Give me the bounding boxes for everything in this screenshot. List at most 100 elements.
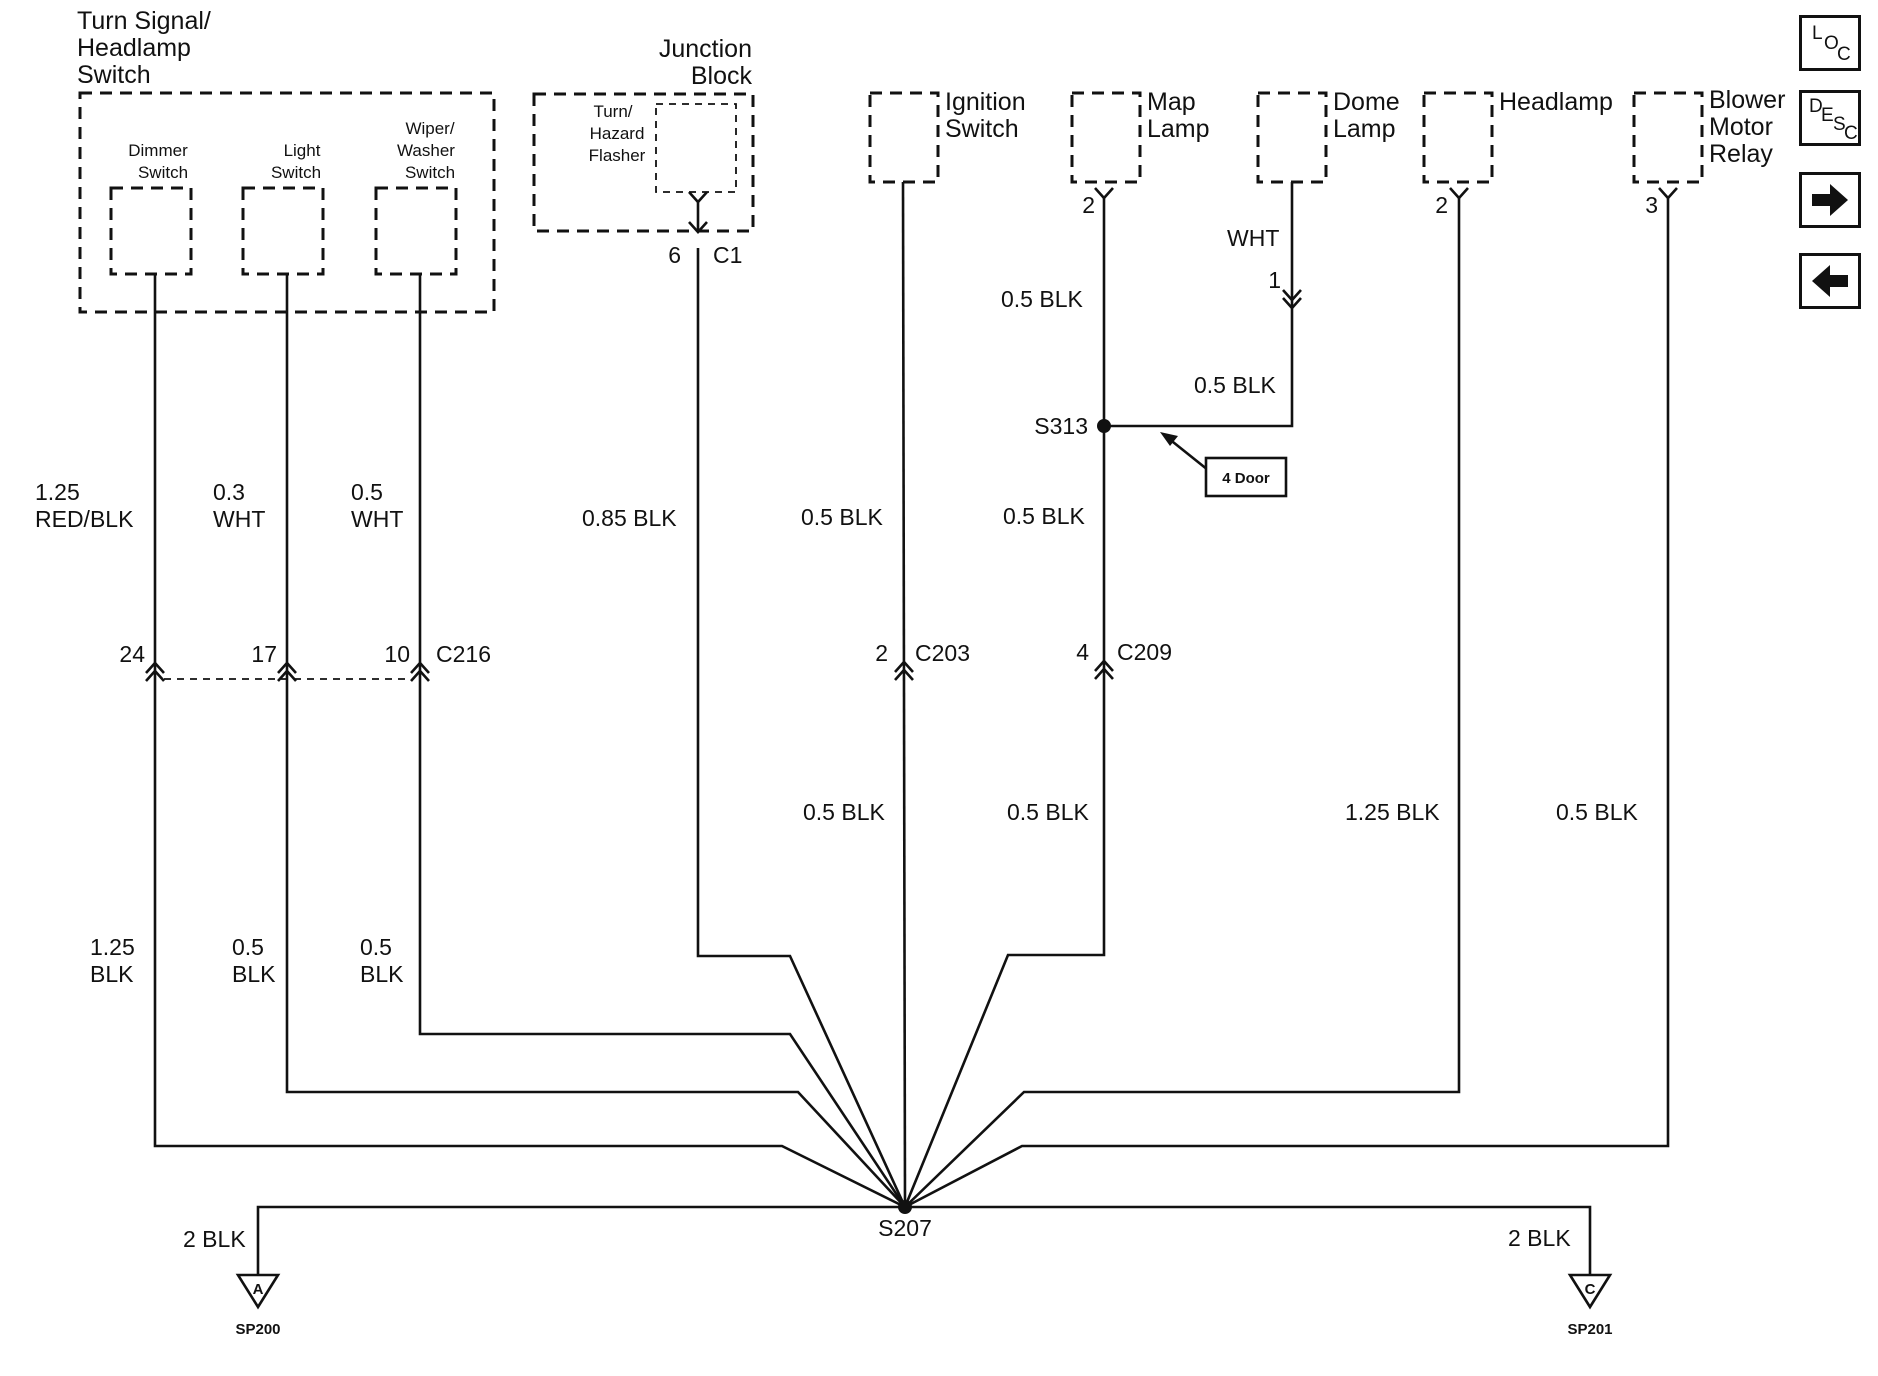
turn-signal-headlamp-switch: Turn Signal/ Headlamp Switch Dimmer Swit… — [77, 7, 496, 314]
c216-label: C216 — [436, 641, 491, 667]
dome-lamp-label-1: Dome — [1333, 88, 1400, 116]
desc-letter-s: S — [1833, 114, 1846, 135]
junction-c1-pin: 6 — [668, 242, 681, 268]
pin-markers: 2 2 3 1 — [1082, 187, 1678, 310]
flasher-wire-label: 0.85 BLK — [582, 505, 677, 531]
headlamp-wire-label: 1.25 BLK — [1345, 799, 1440, 825]
dome-lamp-label-2: Lamp — [1333, 115, 1396, 143]
blower-relay-label-3: Relay — [1709, 140, 1773, 168]
desc-letters: D E S C — [1802, 93, 1858, 144]
flasher-box — [655, 103, 737, 193]
right-arrow-icon — [1812, 184, 1848, 216]
wiper-upper-gauge: 0.5 — [351, 479, 383, 505]
blower-relay-label-1: Blower — [1709, 86, 1785, 114]
headlamp-label: Headlamp — [1499, 88, 1613, 116]
map-mid-wire-label: 0.5 BLK — [1003, 503, 1085, 529]
c216-pin-17-marker — [277, 661, 297, 682]
switch-title-line-3: Switch — [77, 61, 151, 89]
s313-label: S313 — [1034, 413, 1088, 439]
headlamp: Headlamp — [1422, 88, 1613, 184]
flasher-internal-connector — [688, 191, 708, 204]
light-switch-label-2: Switch — [271, 163, 321, 182]
dimmer-upper-color: RED/BLK — [35, 506, 134, 532]
ground-c-name: SP201 — [1567, 1321, 1612, 1338]
inline-connectors: 24 17 10 C216 2 C203 4 C209 — [119, 639, 1172, 682]
map-lamp-label-2: Lamp — [1147, 115, 1210, 143]
junction-block: Junction Block Turn/ Hazard Flasher 6 C1 — [532, 35, 755, 268]
wiper-lower-gauge: 0.5 — [360, 934, 392, 960]
map-upper-wire-label: 0.5 BLK — [1001, 286, 1083, 312]
map-lamp-ground-wire — [903, 198, 1106, 1208]
map-lamp-box — [1070, 91, 1142, 184]
blower-ground-wire — [904, 198, 1670, 1209]
flasher-ground-wire — [696, 248, 907, 1208]
flasher-label-2: Hazard — [590, 124, 645, 143]
splices: S313 4 Door S207 — [878, 413, 1288, 1241]
blower-relay-label-2: Motor — [1709, 113, 1773, 141]
junction-c1-connector: C1 — [713, 242, 742, 268]
ignition-switch-label-1: Ignition — [945, 88, 1026, 116]
four-door-arrow-head — [1160, 432, 1178, 446]
dome-lamp: Dome Lamp — [1256, 88, 1400, 184]
loc-letter-l: L — [1812, 23, 1823, 44]
loc-button[interactable]: L O C — [1799, 15, 1861, 71]
wiper-upper-color: WHT — [351, 506, 403, 532]
next-page-button[interactable] — [1799, 172, 1861, 228]
ground-a-letter: A — [253, 1281, 264, 1298]
blower-pin-marker — [1658, 187, 1678, 200]
headlamp-ground-wire — [904, 198, 1461, 1208]
desc-letter-e: E — [1821, 105, 1834, 126]
flasher-label-3: Flasher — [589, 146, 646, 165]
dimmer-switch-label-1: Dimmer — [128, 141, 188, 160]
ground-a-symbol — [235, 1273, 281, 1310]
wire-labels: 1.25 RED/BLK 0.3 WHT 0.5 WHT 1.25 BLK 0.… — [35, 225, 1638, 1252]
light-upper-color: WHT — [213, 506, 265, 532]
ignition-switch-box — [868, 91, 940, 184]
ignition-upper-wire-label: 0.5 BLK — [801, 504, 883, 530]
light-ground-wire — [285, 274, 906, 1208]
dimmer-upper-gauge: 1.25 — [35, 479, 80, 505]
left-arrow-icon — [1812, 265, 1848, 297]
c209-pin: 4 — [1076, 639, 1089, 665]
blower-wire-label: 0.5 BLK — [1556, 799, 1638, 825]
blower-relay-box — [1632, 91, 1704, 184]
four-door-arrow-line — [1167, 436, 1209, 472]
blower-motor-relay: Blower Motor Relay — [1632, 86, 1785, 184]
headlamp-pin-marker — [1449, 187, 1469, 200]
wiper-switch-box — [374, 186, 458, 276]
wiper-switch-label-2: Washer — [397, 141, 455, 160]
ground-a: A SP200 — [235, 1273, 281, 1338]
s313-splice-dot — [1097, 419, 1111, 433]
ground-bus-wire — [256, 1205, 1592, 1275]
ignition-switch-label-2: Switch — [945, 115, 1019, 143]
desc-letter-c: C — [1844, 123, 1858, 144]
s207-label: S207 — [878, 1215, 932, 1241]
junction-block-title-1: Junction — [659, 35, 752, 63]
dome-blk-wire-label: 0.5 BLK — [1194, 372, 1276, 398]
dimmer-ground-wire — [153, 274, 906, 1209]
wiper-switch-label-1: Wiper/ — [405, 119, 454, 138]
loc-letter-o: O — [1824, 33, 1839, 54]
map-lamp-label-1: Map — [1147, 88, 1196, 116]
loc-letter-c: C — [1837, 44, 1851, 65]
light-switch-label-1: Light — [284, 141, 321, 160]
map-lamp: Map Lamp — [1070, 88, 1210, 184]
dimmer-switch-box — [109, 186, 193, 276]
s207-splice-dot — [898, 1200, 912, 1214]
ignition-lower-wire-label: 0.5 BLK — [803, 799, 885, 825]
flasher-label-1: Turn/ — [593, 102, 632, 121]
c209-marker — [1094, 659, 1114, 680]
dome-wht-wire-label: WHT — [1227, 225, 1279, 251]
prev-page-button[interactable] — [1799, 253, 1861, 309]
map-lower-wire-label: 0.5 BLK — [1007, 799, 1089, 825]
c216-pin-10: 10 — [384, 641, 410, 667]
ground-c-symbol — [1567, 1273, 1613, 1310]
dimmer-lower-gauge: 1.25 — [90, 934, 135, 960]
ground-c-wire-label: 2 BLK — [1508, 1225, 1571, 1251]
ground-a-name: SP200 — [235, 1321, 280, 1338]
four-door-note-box — [1204, 456, 1288, 498]
c209-label: C209 — [1117, 639, 1172, 665]
desc-button[interactable]: D E S C — [1799, 90, 1861, 146]
loc-letters: L O C — [1802, 18, 1858, 68]
dome-lamp-wire — [1104, 182, 1294, 428]
